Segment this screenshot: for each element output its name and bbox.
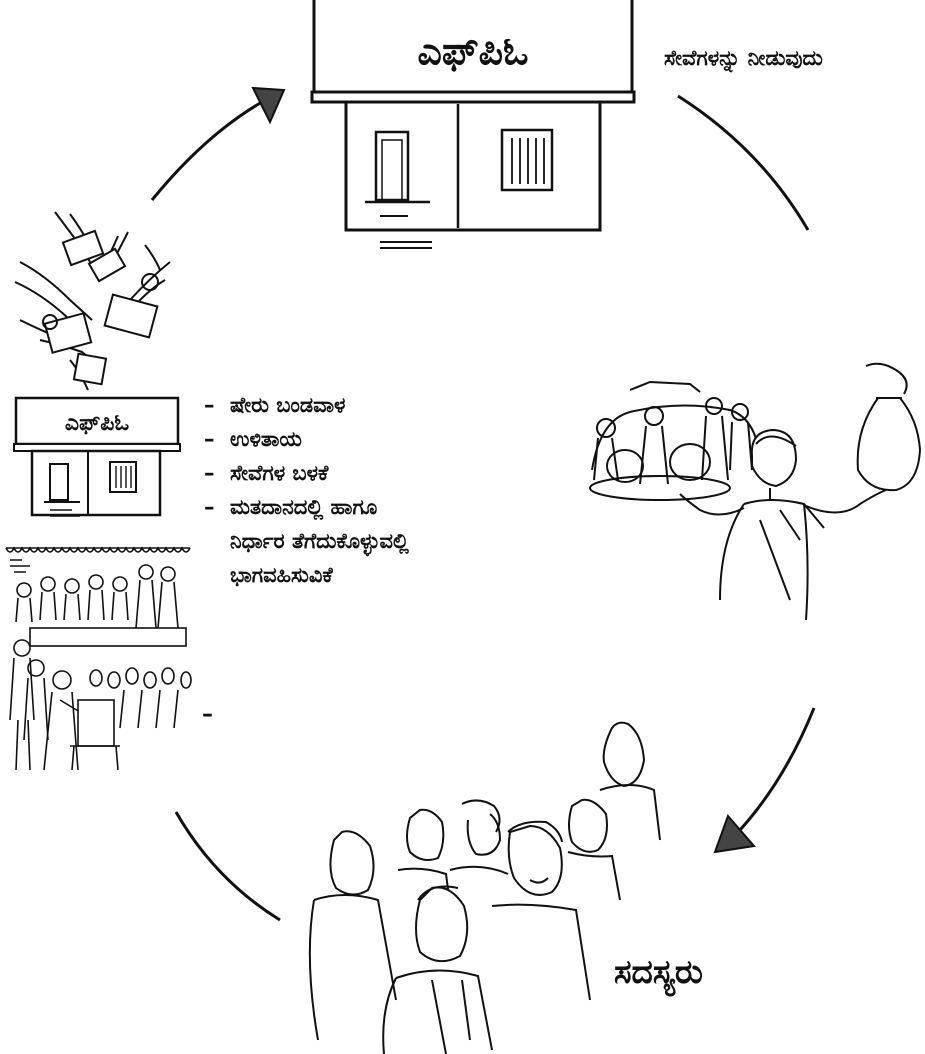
list-item: –ಷೇರು ಬಂಡವಾಳ [204, 393, 346, 417]
meeting-icon [5, 546, 191, 647]
arrow-left-to-top [150, 100, 263, 201]
members-label: ಸದಸ್ಯರು [614, 952, 703, 991]
list-dash: – [202, 702, 213, 727]
list-item: ನಿರ್ಧಾರ ತೆಗೆದುಕೊಳ್ಳುವಲ್ಲಿ [230, 529, 409, 553]
list-item: –ಮತದಾನದಲ್ಲಿ ಹಾಗೂ [204, 495, 378, 519]
arc-top-right [677, 94, 810, 231]
arrowhead-top-icon [251, 86, 286, 125]
services-label: ಸೇವೆಗಳನ್ನು ನೀಡುವುದು [664, 46, 823, 70]
left-house-sign: ಎಫ್‌ಪಿಓ [65, 411, 129, 436]
arrowhead-bottom-icon [713, 814, 756, 854]
list-item: –ಸೇವೆಗಳ ಬಳಕೆ [204, 461, 329, 485]
list-item: –ಉಳಿತಾಯ [204, 427, 302, 451]
arrow-right-to-bottom [738, 707, 816, 832]
voting-icon [9, 639, 192, 771]
arc-bottom-left [174, 811, 281, 922]
top-house-sign: ಎಫ್‌ಪಿಓ [418, 29, 529, 73]
list-item: ಭಾಗವಹಿಸುವಿಕೆ [230, 563, 333, 587]
benefits-list: –ಷೇರು ಬಂಡವಾಳ –ಉಳಿತಾಯ –ಸೇವೆಗಳ ಬಳಕೆ –ಮತದಾನ… [204, 388, 409, 592]
